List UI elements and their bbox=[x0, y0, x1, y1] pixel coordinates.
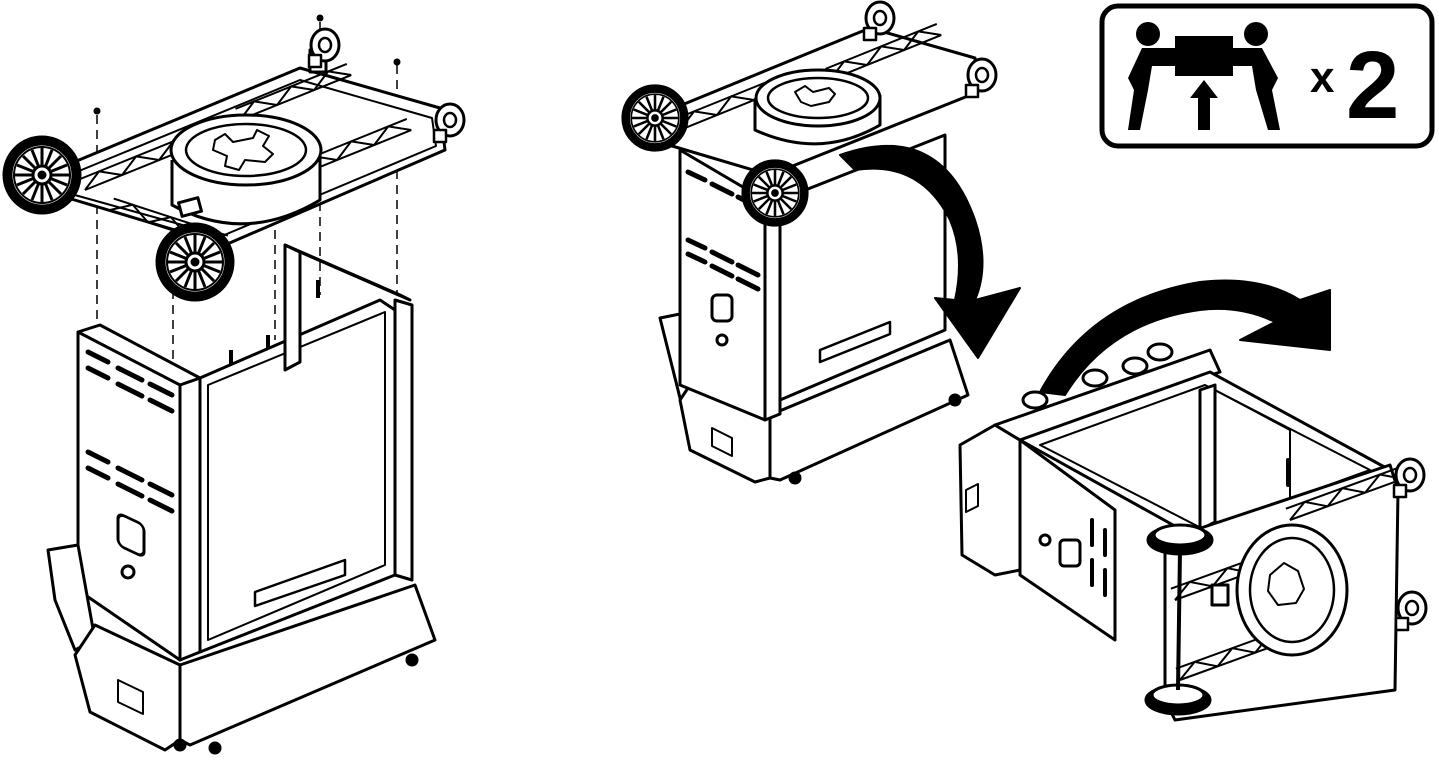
flip-cabinet bbox=[678, 133, 947, 422]
side-base bbox=[958, 348, 1222, 577]
screws bbox=[93, 14, 401, 368]
step-3-side-view bbox=[958, 279, 1428, 722]
side-top-frame bbox=[1163, 463, 1405, 722]
step-2-flip-view bbox=[621, 0, 1021, 485]
cabinet-body bbox=[76, 243, 414, 662]
rotate-down-arrow-icon bbox=[839, 145, 1021, 359]
flip-top-frame bbox=[648, 22, 980, 177]
step-1-exploded-view bbox=[2, 14, 466, 755]
badge-multiplier-value: 2 bbox=[1346, 32, 1399, 139]
two-person-lift-badge: x 2 bbox=[1099, 3, 1435, 149]
top-frame bbox=[53, 48, 447, 249]
badge-multiplier-prefix: x bbox=[1310, 53, 1335, 102]
side-wheels bbox=[1144, 523, 1214, 716]
vent-slots bbox=[85, 349, 175, 514]
base-casters bbox=[1021, 342, 1174, 410]
rotate-right-arrow-icon bbox=[1039, 279, 1331, 396]
cabinet-base bbox=[46, 543, 437, 755]
two-person-lift-icon bbox=[1128, 22, 1280, 130]
